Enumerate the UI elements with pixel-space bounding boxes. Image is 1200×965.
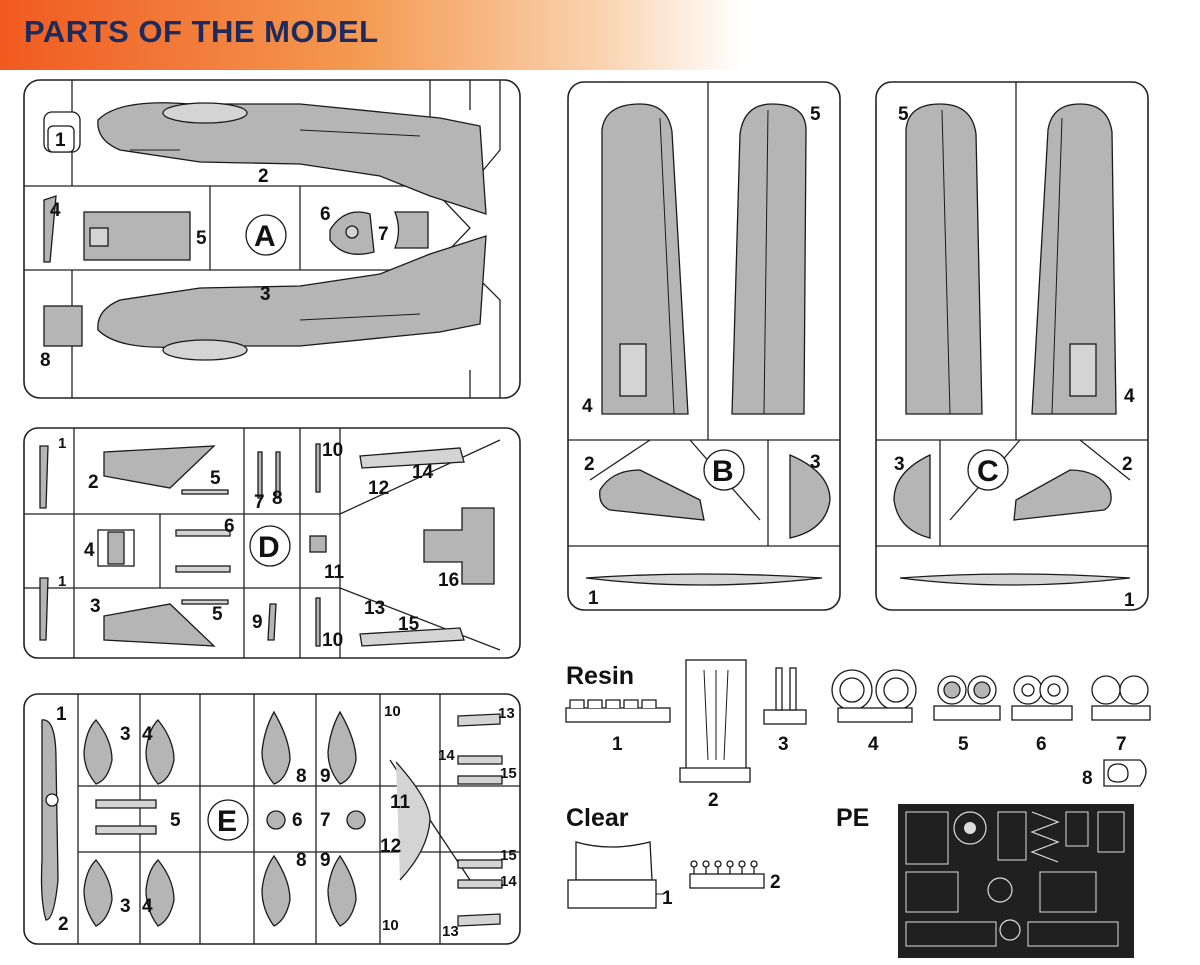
label-e15-top: 15	[500, 765, 517, 782]
title-banner: PARTS OF THE MODEL	[0, 0, 1200, 70]
label-resin-3: 3	[778, 734, 789, 755]
label-e13-top: 13	[498, 705, 515, 722]
label-d4: 4	[84, 540, 95, 561]
label-d15: 15	[398, 614, 420, 635]
label-d6: 6	[224, 516, 235, 537]
label-c1: 1	[1124, 590, 1135, 611]
label-c2: 2	[1122, 454, 1133, 475]
label-d3: 3	[90, 596, 101, 617]
label-c5: 5	[898, 104, 909, 125]
part-a3-fuselage-right	[97, 235, 487, 348]
page-title: PARTS OF THE MODEL	[24, 14, 379, 49]
sprue-c: 5 4 3 2 1 C	[875, 81, 1149, 611]
label-resin-2: 2	[708, 790, 719, 811]
label-clear-2: 2	[770, 872, 781, 893]
label-d13: 13	[364, 598, 385, 619]
label-e8-bottom: 8	[296, 850, 307, 871]
label-e3-bottom: 3	[120, 896, 131, 917]
resin-parts: Resin 1 2 3 4 5 6 7	[565, 659, 1151, 811]
part-c4-wing	[1031, 103, 1117, 415]
label-a5: 5	[196, 228, 207, 249]
label-b4: 4	[582, 396, 593, 417]
label-a7: 7	[378, 224, 389, 245]
label-d9: 9	[252, 612, 263, 633]
label-d16: 16	[438, 570, 459, 591]
resin-label: Resin	[566, 662, 634, 690]
label-d12: 12	[368, 478, 389, 499]
sprue-e-letter: E	[217, 805, 237, 838]
label-e5: 5	[170, 810, 181, 831]
label-d8: 8	[272, 488, 283, 509]
sprue-c-letter: C	[977, 455, 999, 488]
label-d1-bottom: 1	[58, 573, 66, 590]
part-b5-wing	[731, 103, 807, 415]
label-a2: 2	[258, 166, 269, 187]
label-e9-bottom: 9	[320, 850, 331, 871]
sprue-e: 1 3 4 8 9 10 13 14 15 5 6 7 11 12 3 4 8 …	[23, 693, 521, 945]
label-a3: 3	[260, 284, 271, 305]
label-e2: 2	[58, 914, 69, 935]
clear-label: Clear	[566, 804, 629, 832]
label-e4-bottom: 4	[142, 896, 153, 917]
label-a1: 1	[55, 130, 66, 151]
label-a4: 4	[50, 200, 61, 221]
label-resin-6: 6	[1036, 734, 1047, 755]
sprue-a: 1 2 3 4 5 6 7 8 A	[23, 79, 521, 399]
label-d10-top: 10	[322, 440, 343, 461]
part-e1-propeller-blade	[40, 719, 59, 921]
label-resin-1: 1	[612, 734, 623, 755]
sprue-b: 4 5 2 3 1 B	[567, 81, 841, 611]
label-c4: 4	[1124, 386, 1135, 407]
part-b4-wing	[601, 103, 689, 415]
label-clear-1: 1	[662, 888, 673, 909]
label-b5: 5	[810, 104, 821, 125]
pe-label: PE	[836, 804, 869, 832]
part-a2-fuselage-left	[97, 102, 487, 215]
sprue-a-letter: A	[254, 220, 276, 253]
label-e1: 1	[56, 704, 67, 725]
label-b3: 3	[810, 452, 821, 473]
label-e14-top: 14	[438, 747, 455, 764]
label-d5-top: 5	[210, 468, 221, 489]
label-d5-bottom: 5	[212, 604, 223, 625]
label-e3-top: 3	[120, 724, 131, 745]
label-e4-top: 4	[142, 724, 153, 745]
label-resin-4: 4	[868, 734, 879, 755]
sprue-d-letter: D	[258, 531, 280, 564]
label-e14-bottom: 14	[500, 873, 517, 890]
sprue-d: 1 2 5 7 8 10 12 14 6 4 11 16 1 3 5 9 10 …	[23, 427, 521, 659]
label-a8: 8	[40, 350, 51, 371]
label-d11: 11	[324, 562, 345, 583]
label-e12: 12	[380, 836, 401, 857]
label-e6: 6	[292, 810, 303, 831]
label-e7: 7	[320, 810, 331, 831]
label-a6: 6	[320, 204, 331, 225]
label-resin-7: 7	[1116, 734, 1127, 755]
label-e9-top: 9	[320, 766, 331, 787]
label-e15-bottom: 15	[500, 847, 517, 864]
label-b2: 2	[584, 454, 595, 475]
label-e10-bottom: 10	[382, 917, 399, 934]
pe-fret: PE	[836, 804, 1134, 958]
label-d7: 7	[254, 492, 265, 513]
label-e13-bottom: 13	[442, 923, 459, 940]
sprue-b-letter: B	[712, 455, 734, 488]
label-b1: 1	[588, 588, 599, 609]
label-e10-top: 10	[384, 703, 401, 720]
label-resin-5: 5	[958, 734, 969, 755]
label-c3: 3	[894, 454, 905, 475]
part-c5-wing	[905, 103, 983, 415]
label-d14: 14	[412, 462, 434, 483]
clear-parts: Clear 1 2	[566, 804, 781, 909]
label-d10-bottom: 10	[322, 630, 343, 651]
label-e11: 11	[390, 792, 411, 813]
label-e8-top: 8	[296, 766, 307, 787]
label-d1-top: 1	[58, 435, 66, 452]
label-resin-8: 8	[1082, 768, 1093, 789]
label-d2: 2	[88, 472, 99, 493]
